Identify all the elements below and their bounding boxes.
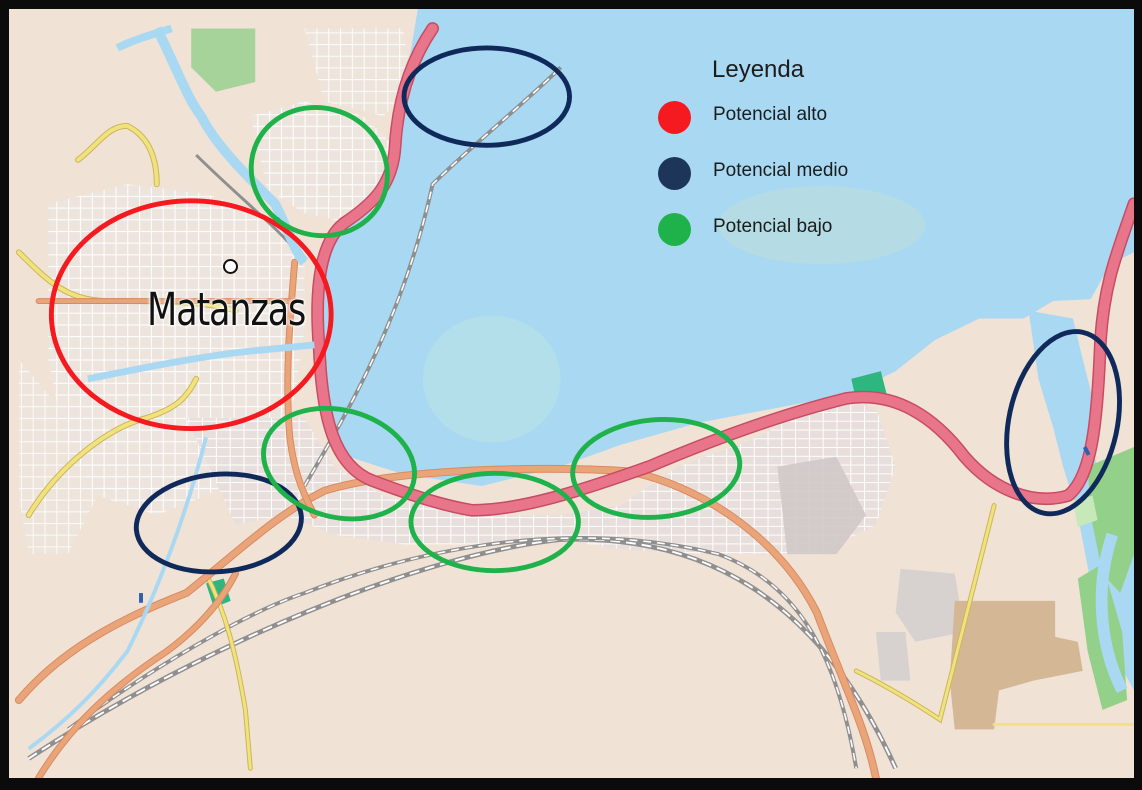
shallow-area (422, 315, 561, 443)
urban-grid-north (250, 101, 394, 224)
zone-bajo-north[interactable] (230, 85, 409, 257)
east-river-green (1087, 447, 1134, 594)
railways (27, 66, 898, 770)
legend-halo (718, 186, 926, 265)
farmland (949, 600, 1083, 730)
green-dot-icon (658, 213, 691, 246)
legend-item-medio: Potencial medio (649, 155, 929, 191)
zone-bajo-center[interactable] (408, 470, 581, 574)
urban-grid-north2 (304, 28, 413, 117)
yumuri-river (87, 341, 315, 383)
legend-label-medio: Potencial medio (713, 160, 849, 181)
legend-label-bajo: Potencial bajo (713, 216, 833, 237)
urban-grid-south (186, 398, 896, 555)
red-dot-icon (658, 101, 691, 134)
industrial-zone-2 (875, 631, 911, 681)
legend-label-alto: Potencial alto (713, 104, 828, 125)
park-north (191, 28, 256, 92)
map-canvas[interactable] (9, 9, 1134, 778)
blue-marker-3 (1082, 446, 1091, 456)
city-label: Matanzas (147, 283, 306, 336)
zone-medio-east[interactable] (991, 321, 1134, 524)
legend-item-bajo: Potencial bajo (649, 211, 929, 247)
east-river-channel (1095, 532, 1128, 694)
city-river-2 (115, 24, 173, 52)
legend-item-alto: Potencial alto (649, 99, 929, 135)
zone-medio-north[interactable] (401, 45, 572, 148)
industrial-zone-3 (777, 456, 867, 555)
urban-grid-southwest (18, 359, 98, 555)
legend-title: Leyenda (712, 56, 805, 83)
navy-dot-icon (658, 157, 691, 190)
industrial-zone-1 (895, 568, 965, 642)
city-marker-icon (223, 259, 238, 274)
zone-medio-southwest[interactable] (132, 467, 305, 578)
zone-alto-matanzas[interactable] (48, 198, 334, 431)
potential-zones (48, 45, 1134, 578)
zone-bajo-east[interactable] (569, 413, 744, 524)
zone-bajo-center-west[interactable] (251, 392, 427, 535)
primary-roads (14, 258, 880, 778)
coastal-highway (311, 22, 1134, 517)
southwest-river (27, 436, 208, 751)
